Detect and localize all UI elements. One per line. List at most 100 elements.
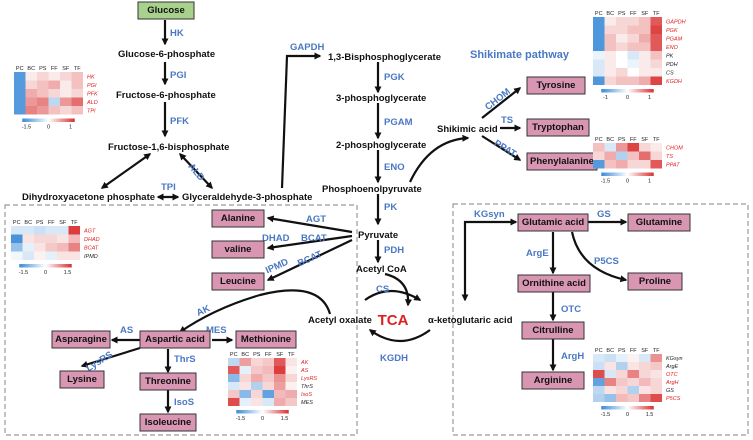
enzyme-pgk: PGK (384, 72, 405, 83)
svg-text:Aspartic acid: Aspartic acid (145, 334, 205, 345)
heatmap-cell (639, 394, 651, 402)
heatmap-row-label: ALD (86, 100, 98, 106)
enzyme-ak: AK (195, 303, 212, 319)
heatmap-cell (14, 106, 26, 115)
heatmap-cell (239, 358, 251, 366)
heatmap-cell (604, 394, 616, 402)
heatmap-cell (616, 59, 628, 68)
heatmap-cell (251, 374, 263, 382)
heatmap-cell (228, 366, 240, 374)
box-glutamic-acid: Glutamic acid (517, 213, 589, 232)
heatmap-cell (616, 17, 628, 26)
heatmap-row-label: GS (666, 388, 674, 394)
heatmap-cell (274, 358, 286, 366)
heatmap-column-label: TF (288, 352, 295, 358)
heatmap-cell (616, 151, 628, 160)
enzyme-pgi: PGI (170, 70, 186, 81)
enzyme-ts: TS (501, 115, 513, 126)
box-ornithine-acid: Ornithine acid (517, 274, 591, 293)
heatmap-row-label: GAPDH (666, 20, 686, 26)
enzyme-arge: ArgE (526, 248, 549, 259)
box-methionine: Methionine (235, 330, 297, 349)
heatmap-cell (262, 398, 274, 406)
heatmap-cell (48, 97, 60, 106)
heatmap-cell (604, 151, 616, 160)
heatmap-column-label: PS (39, 66, 47, 72)
heatmap-cell (650, 370, 662, 378)
heatmap-scale-tick: 0 (626, 179, 629, 185)
metabolite-pyruvate: Pyruvate (358, 230, 398, 241)
heatmap-cell (14, 80, 26, 89)
heatmap-cell (650, 378, 662, 386)
heatmap-row-label: ENO (666, 45, 679, 51)
enzyme-ipmd: IPMD (264, 257, 290, 277)
heatmap-cell (48, 72, 60, 81)
heatmap-cell (604, 143, 616, 152)
svg-text:Methionine: Methionine (241, 334, 291, 345)
heatmap-cell (251, 382, 263, 390)
enzyme-as: AS (120, 325, 133, 336)
heatmap-cell (285, 398, 297, 406)
box-tyrosine: Tyrosine (526, 76, 586, 95)
heatmap-row-label: HK (87, 75, 95, 81)
heatmap-cell (616, 354, 628, 362)
heatmap-cell (650, 76, 662, 85)
heatmap-cell (627, 160, 639, 169)
heatmap-row-label: IsoS (301, 392, 312, 398)
heatmap-cell (627, 378, 639, 386)
heatmap-cell (616, 394, 628, 402)
metabolite-shikimic-acid: Shikimic acid (437, 124, 498, 135)
heatmap-row-label: TS (666, 154, 673, 160)
heatmap-column-label: PS (253, 352, 261, 358)
heatmap-row-label: AK (300, 360, 309, 366)
box-glutamine: Glutamine (627, 213, 691, 232)
heatmap-color-scale (19, 264, 72, 268)
heatmap-cell (11, 226, 23, 235)
heatmap-row-label: OTC (666, 372, 678, 378)
heatmap-cell (251, 398, 263, 406)
heatmap-cell (37, 89, 49, 98)
heatmap-cell (274, 374, 286, 382)
enzyme-lysrs: LysRS (84, 349, 115, 374)
heatmap-column-label: PC (230, 352, 238, 358)
heatmap-cell (650, 34, 662, 43)
heatmap-row-label: ArgH (665, 380, 679, 386)
svg-text:Tyrosine: Tyrosine (537, 80, 576, 91)
heatmap-cell (262, 390, 274, 398)
glucose-label: Glucose (147, 5, 185, 16)
heatmap-column-label: TF (653, 11, 660, 17)
heatmap-cell (616, 51, 628, 60)
metabolite-2-phosphoglycerate: 2-phosphoglycerate (336, 140, 426, 151)
enzyme-agt: AGT (306, 214, 326, 225)
heatmap-scale-tick: 0 (44, 270, 47, 276)
enzyme-pdh: PDH (384, 245, 404, 256)
heatmap-cell (57, 234, 69, 243)
heatmap-cell (639, 151, 651, 160)
heatmap-cell (14, 97, 26, 106)
svg-text:Threonine: Threonine (145, 376, 191, 387)
svg-text:Asparagine: Asparagine (55, 334, 107, 345)
heatmap-column-label: SF (62, 66, 70, 72)
heatmap-cell (650, 68, 662, 77)
heatmap-row-label: PK (666, 54, 674, 60)
heatmap-cell (639, 34, 651, 43)
heatmap-cell (45, 234, 57, 243)
heatmap-cell (11, 234, 23, 243)
heatmap-cell (604, 59, 616, 68)
heatmap-cell (57, 251, 69, 260)
heatmap-cell (239, 382, 251, 390)
heatmap-cell (639, 362, 651, 370)
heatmap-cell (593, 362, 605, 370)
heatmap-cell (71, 80, 83, 89)
heatmap-cell (57, 226, 69, 235)
heatmap-color-scale (601, 406, 654, 410)
box-proline: Proline (627, 272, 683, 291)
heatmap-cell (37, 106, 49, 115)
heatmap-cell (228, 382, 240, 390)
enzyme-hk: HK (170, 28, 184, 39)
heatmap-column-label: SF (641, 11, 649, 17)
enzyme-tpi: TPI (161, 182, 176, 193)
heatmap-cell (639, 42, 651, 51)
